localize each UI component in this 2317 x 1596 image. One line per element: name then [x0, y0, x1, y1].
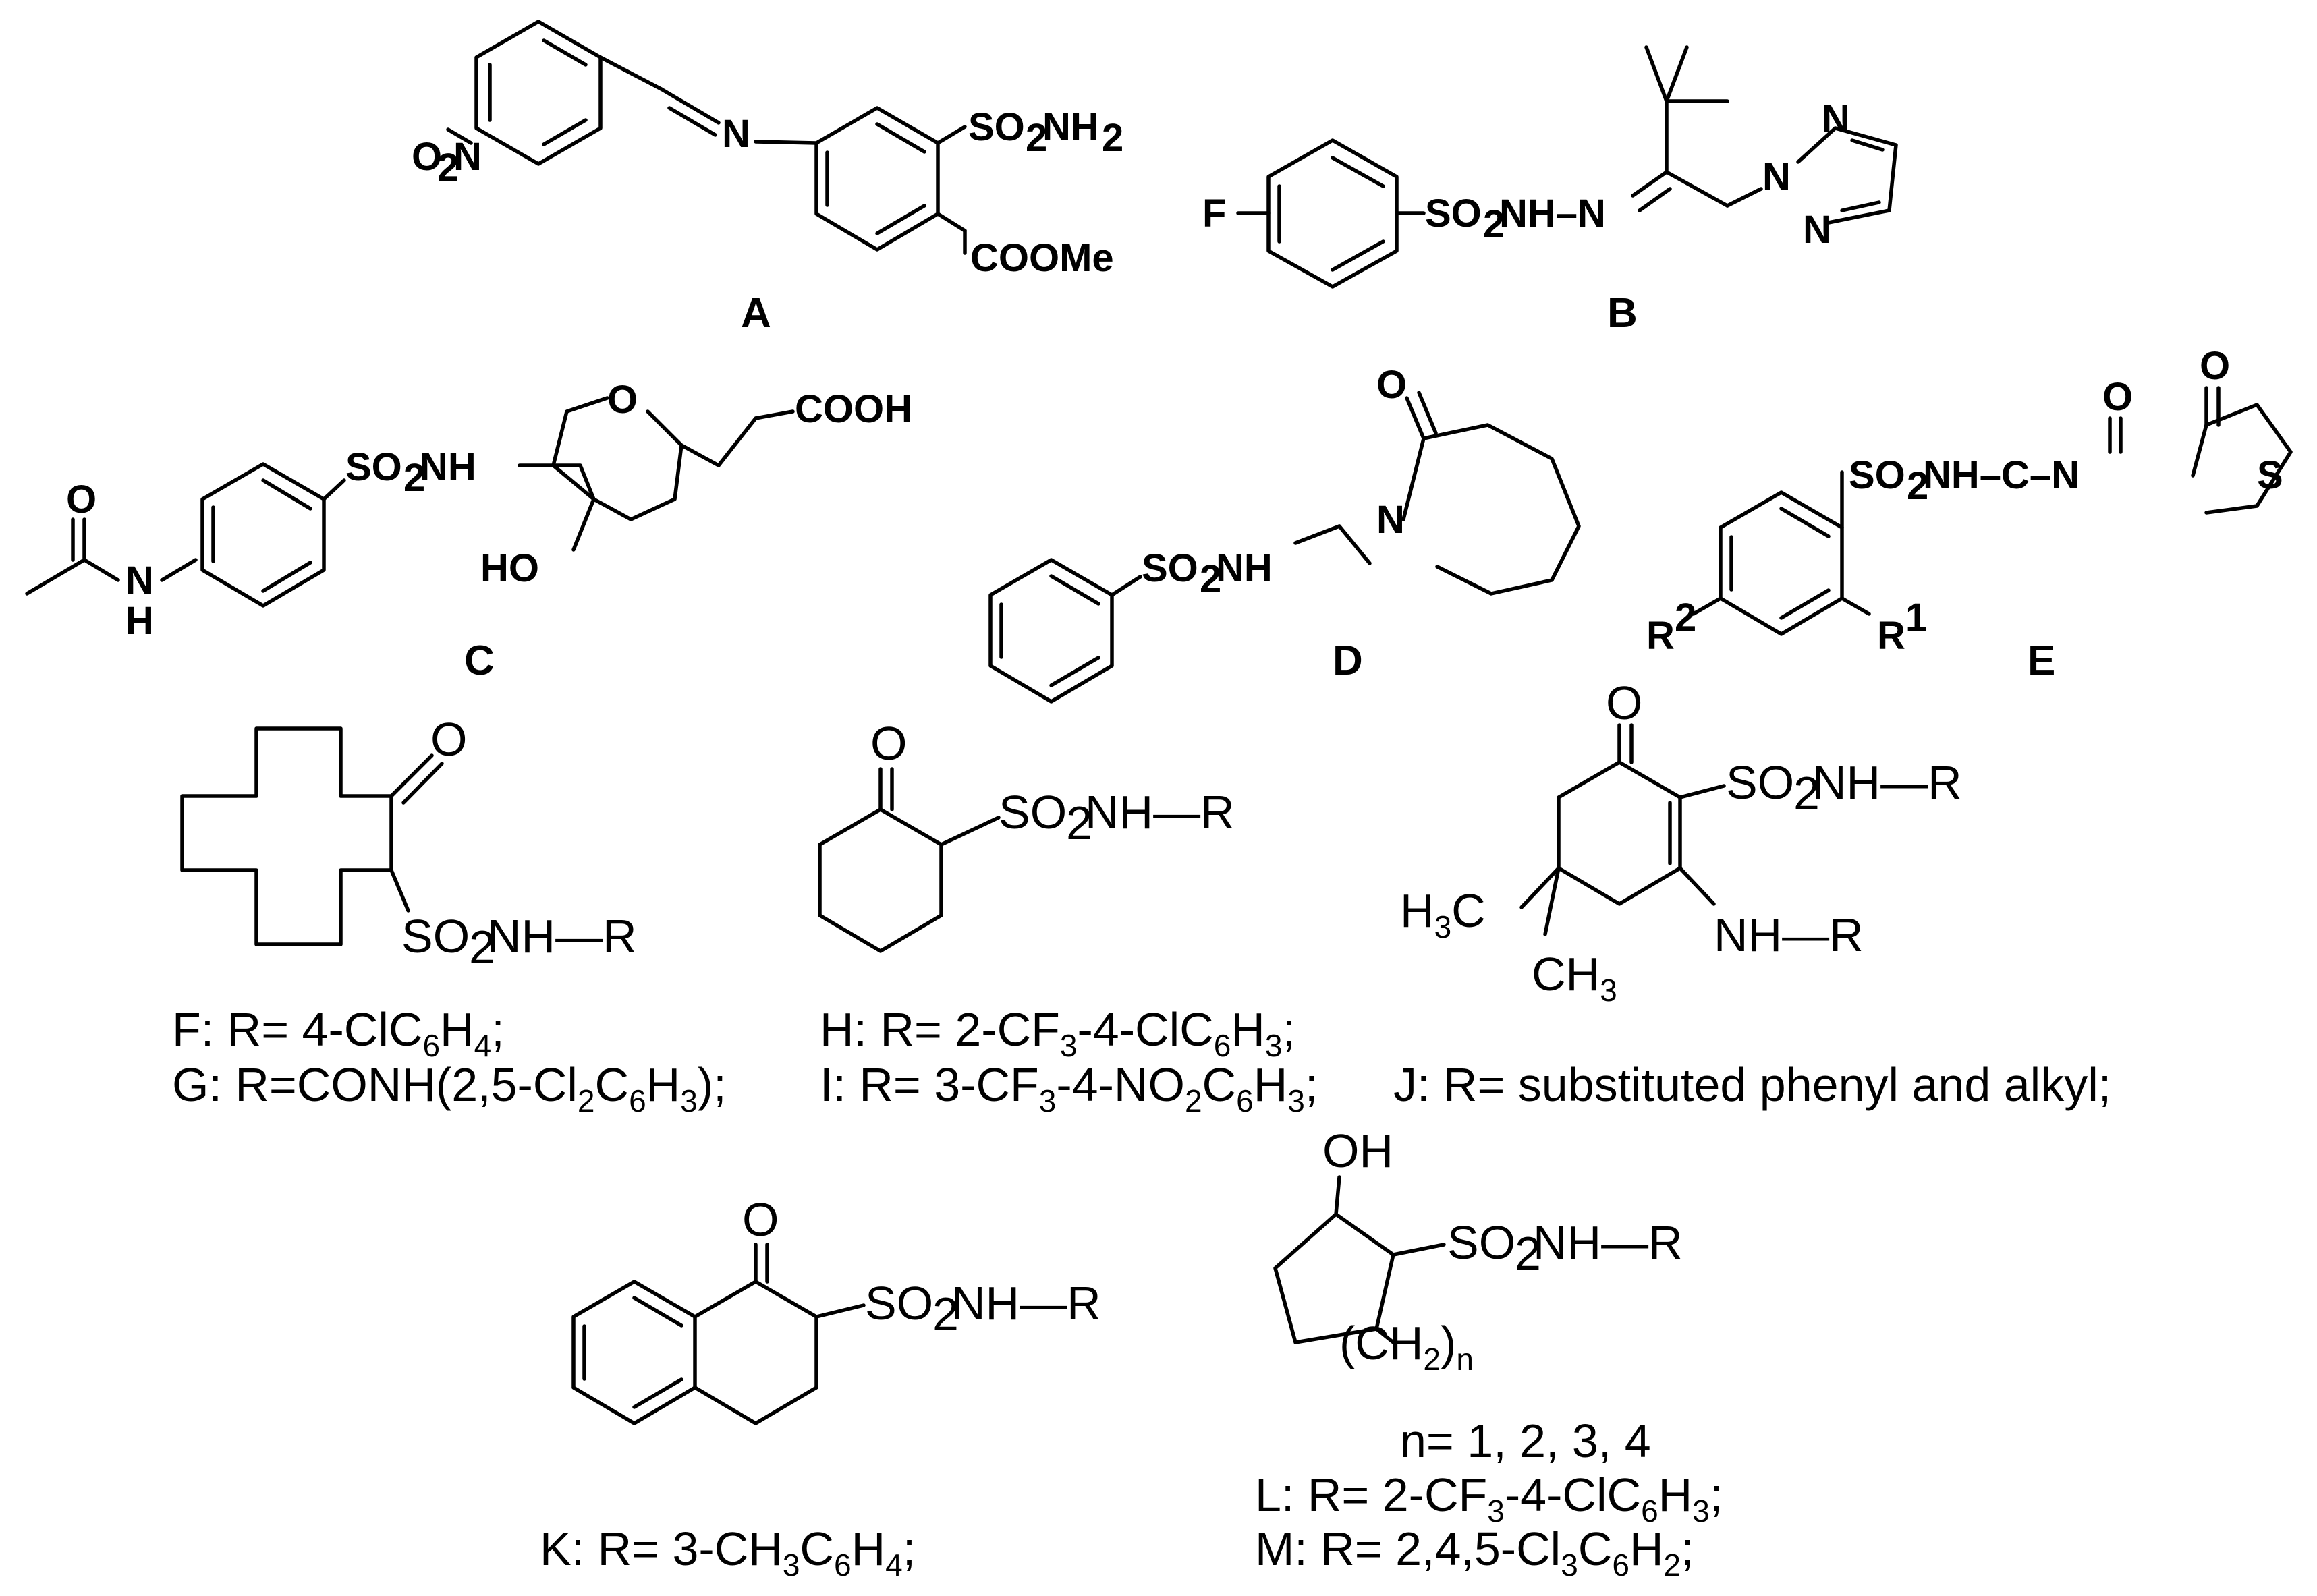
lm-n-values: n= 1, 2, 3, 4	[1400, 1415, 1651, 1467]
j-nh-r: NH—R	[1812, 756, 1962, 809]
lm-so2-s: SO	[1447, 1216, 1515, 1269]
hi-so2-sub: 2	[1066, 797, 1092, 849]
a-o2n-n: N	[453, 135, 482, 179]
caption-f: F: R= 4-ClC6H4;	[172, 1003, 505, 1063]
compound-a: O 2 N N SO 2 NH 2 COOMe A	[412, 20, 1123, 337]
b-nh-n: NH–N	[1499, 192, 1606, 235]
compound-f-g: O SO 2 NH—R F: R= 4-ClC6H4; G: R=CONH(2,…	[172, 713, 727, 1118]
e-nh-c-n: NH–C–N	[1923, 453, 2079, 497]
e-r1: R	[1877, 614, 1905, 658]
d-carbonyl-o: O	[1376, 363, 1407, 407]
caption-l: L: R= 2-CF3-4-ClC6H3;	[1255, 1469, 1723, 1529]
e-r1-sup: 1	[1905, 596, 1927, 639]
caption-i: I: R= 3-CF3-4-NO2C6H3;	[820, 1058, 1318, 1118]
fg-nh-r: NH—R	[487, 910, 637, 963]
c-ho: HO	[480, 546, 539, 590]
a-nh2-sub: 2	[1102, 116, 1123, 160]
e-o2: O	[2200, 344, 2230, 388]
j-so2-s: SO	[1726, 756, 1794, 809]
a-o2n-o: O	[412, 135, 442, 179]
lm-so2-sub: 2	[1515, 1227, 1541, 1280]
caption-h: H: R= 2-CF3-4-ClC6H3;	[820, 1003, 1295, 1063]
j-ch3: CH3	[1532, 948, 1617, 1008]
a-coome: COOMe	[970, 236, 1114, 280]
a-nh2-nh: NH	[1042, 105, 1099, 149]
compound-label-a: A	[741, 290, 771, 337]
caption-m: M: R= 2,4,5-Cl3C6H2;	[1255, 1522, 1694, 1583]
fg-so2-sub: 2	[469, 921, 495, 973]
a-so2-sub: 2	[1026, 116, 1047, 160]
c-cooh: COOH	[795, 387, 912, 431]
c-amide-n: N	[125, 559, 154, 602]
k-so2-sub: 2	[932, 1288, 959, 1340]
compound-b: F SO 2 NH–N N N N B	[1202, 45, 1898, 337]
hi-so2-s: SO	[999, 786, 1067, 838]
c-so2-s: SO	[345, 445, 402, 489]
compound-d: O SO 2 NH N D	[988, 363, 1581, 704]
c-ring-o: O	[607, 378, 638, 422]
e-so2-s: SO	[1849, 453, 1905, 497]
compound-label-b: B	[1607, 290, 1638, 337]
e-so2-sub: 2	[1907, 464, 1928, 508]
lm-oh: OH	[1322, 1124, 1393, 1177]
c-so2-sub: 2	[403, 456, 425, 500]
fg-so2-s: SO	[401, 910, 470, 963]
lm-nh-r: NH—R	[1533, 1216, 1683, 1269]
caption-g: G: R=CONH(2,5-Cl2C6H3);	[172, 1058, 727, 1118]
caption-k: K: R= 3-CH3C6H4;	[540, 1522, 916, 1583]
compound-c: O N H SO 2 NH O COOH HO C	[25, 378, 912, 684]
compound-h-i: O SO 2 NH—R H: R= 2-CF3-4-ClC6H3; I: R= …	[818, 717, 1318, 1118]
d-nh: NH	[1216, 546, 1273, 590]
j-so2-sub: 2	[1793, 767, 1820, 820]
e-r2: R	[1646, 614, 1675, 658]
hi-nh-r: NH—R	[1085, 786, 1235, 838]
hi-carbonyl-o: O	[870, 717, 907, 770]
d-so2-s: SO	[1142, 546, 1198, 590]
j-amino-nh-r: NH—R	[1714, 909, 1864, 961]
j-h3c: H3C	[1400, 884, 1486, 944]
k-so2-s: SO	[865, 1277, 933, 1330]
a-o2n-sub: 2	[437, 146, 459, 190]
compound-label-c: C	[464, 637, 495, 684]
b-fluorine: F	[1202, 192, 1226, 235]
compound-k: O SO 2 NH—R K: R= 3-CH3C6H4;	[540, 1193, 1101, 1583]
compound-e: O O SO 2 NH–C–N S R 2 R 1 E	[1646, 344, 2293, 684]
c-carbonyl-o: O	[66, 478, 96, 521]
b-triazole-n2: N	[1822, 97, 1850, 141]
k-carbonyl-o: O	[742, 1193, 779, 1246]
c-nh: NH	[420, 445, 476, 489]
lm-ch2n: (CH2)n	[1339, 1317, 1474, 1377]
fg-carbonyl-o: O	[430, 713, 467, 766]
k-nh-r: NH—R	[951, 1277, 1101, 1330]
compound-j: O SO 2 NH—R NH—R H3C CH3 J: R= substitut…	[1393, 677, 2111, 1111]
a-imine-n: N	[722, 112, 750, 156]
e-sulfur: S	[2257, 453, 2283, 497]
b-triazole-n3: N	[1803, 208, 1831, 252]
e-o1: O	[2102, 375, 2133, 419]
c-amide-h: H	[125, 599, 154, 643]
compound-l-m: OH SO 2 NH—R (CH2)n n= 1, 2, 3, 4 L: R= …	[1255, 1124, 1723, 1583]
b-triazole-n1: N	[1762, 155, 1791, 199]
compound-label-e: E	[2028, 637, 2055, 684]
j-carbonyl-o: O	[1606, 677, 1642, 729]
d-so2-sub: 2	[1200, 557, 1221, 601]
b-so2-sub: 2	[1483, 202, 1505, 246]
e-r2-sup: 2	[1675, 596, 1696, 639]
a-so2-s: SO	[968, 105, 1025, 149]
d-ring-n: N	[1376, 498, 1405, 542]
compound-label-d: D	[1333, 637, 1363, 684]
caption-j: J: R= substituted phenyl and alkyl;	[1393, 1058, 2111, 1111]
b-so2-s: SO	[1425, 192, 1482, 235]
